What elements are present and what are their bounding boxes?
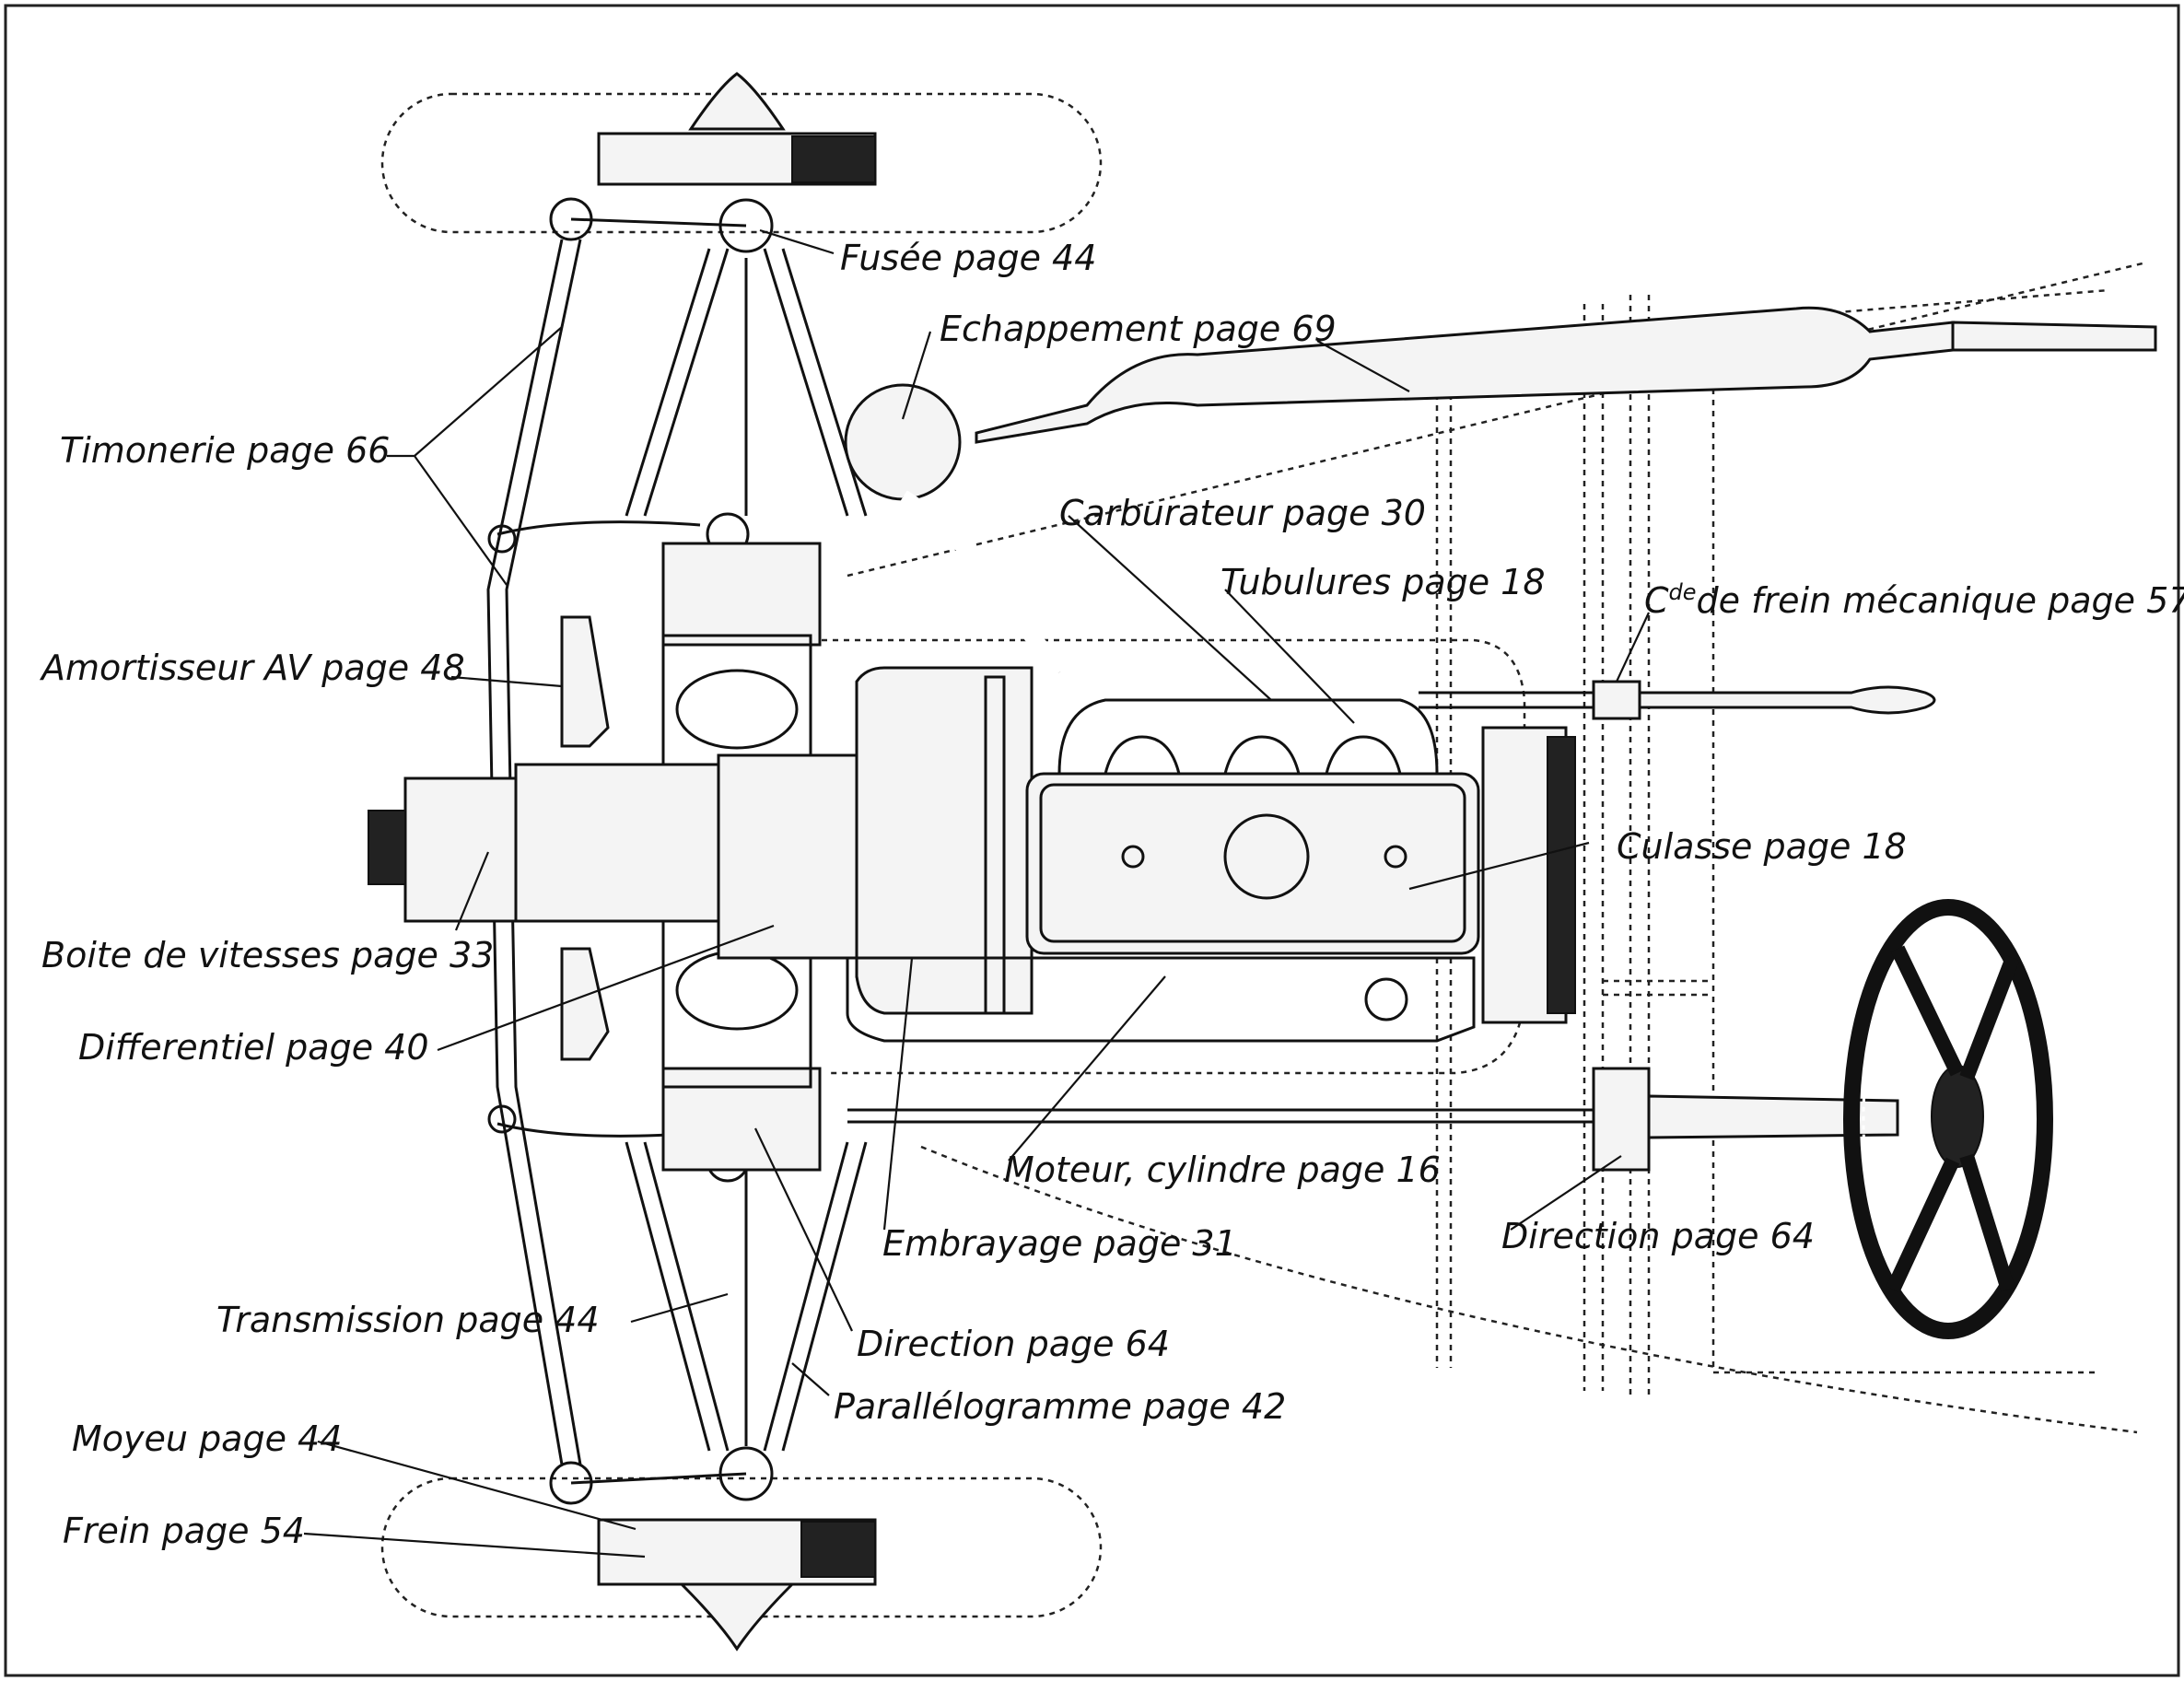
leader-echappement-2 (1316, 340, 1410, 392)
labels: Fusée page 44 Echappement page 69 Timone… (39, 238, 2184, 1551)
leader-cde-frein (1616, 612, 1650, 683)
exhaust-silencer-disc (844, 383, 962, 501)
leader-transmission (630, 1292, 729, 1324)
leader-direction-right (1510, 1155, 1622, 1231)
leader-differentiel (437, 924, 775, 1052)
center-housing (560, 542, 822, 1172)
leader-carburateur (1068, 515, 1272, 701)
exhaust (844, 306, 2157, 678)
leader-parallelogramme (791, 1362, 830, 1396)
label-embrayage: Embrayage page 31 (882, 1223, 1237, 1264)
leader-echappement-1 (901, 331, 932, 420)
leader-moyeu (317, 1440, 637, 1531)
label-boite: Boite de vitesses page 33 (41, 935, 494, 975)
leader-moteur (1008, 975, 1166, 1162)
steering-wheel (1843, 899, 2053, 1339)
label-direction-bottom: Direction page 64 (857, 1324, 1170, 1364)
body-line-lower (920, 1145, 2138, 1434)
engine-block (846, 666, 1576, 1043)
brake-lever (1638, 685, 1936, 715)
label-timonerie: Timonerie page 66 (60, 430, 390, 471)
label-fusee: Fusée page 44 (840, 238, 1096, 278)
label-amortisseur: Amortisseur AV page 48 (39, 648, 465, 688)
label-moyeu: Moyeu page 44 (72, 1418, 342, 1459)
label-frein: Frein page 54 (63, 1511, 305, 1551)
body-line-upper (847, 261, 2147, 578)
leader-timonerie (387, 326, 563, 586)
label-tubulures: Tubulures page 18 (1220, 562, 1546, 602)
leader-tubulures (1224, 589, 1355, 724)
label-moteur: Moteur, cylindre page 16 (1004, 1150, 1441, 1190)
leader-culasse (1408, 841, 1590, 891)
leader-embrayage (882, 957, 914, 1231)
leader-frein (303, 1532, 646, 1558)
label-differentiel: Differentiel page 40 (78, 1027, 429, 1068)
label-echappement: Echappement page 69 (940, 309, 1337, 349)
steering-column (1647, 1094, 1899, 1139)
label-culasse: Culasse page 18 (1617, 826, 1907, 867)
steering-box (1592, 1067, 1651, 1172)
frame-border (4, 4, 2180, 1677)
leader-fusee (759, 228, 835, 255)
label-transmission: Transmission page 44 (216, 1300, 600, 1340)
label-direction-right: Direction page 64 (1501, 1216, 1815, 1256)
leader-boite (454, 851, 490, 931)
leader-amortisseur (450, 675, 563, 688)
leader-lines (303, 228, 1650, 1558)
leader-direction-bottom (754, 1127, 853, 1332)
label-parallelogramme: Parallélogramme page 42 (834, 1386, 1286, 1427)
steering-rod (847, 1108, 1594, 1124)
label-carburateur: Carburateur page 30 (1059, 493, 1426, 533)
label-cde-frein: Cdede frein mécanique page 57 (1644, 579, 2184, 621)
cylinder-head (1025, 772, 1480, 955)
controls (847, 680, 2053, 1339)
